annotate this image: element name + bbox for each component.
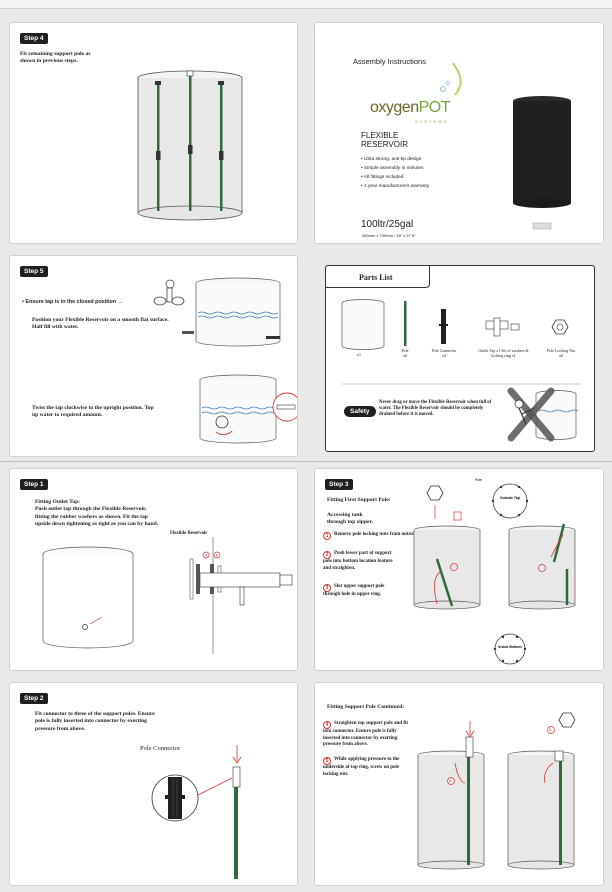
- feature-list: Ultra strong, anti-tip design Simple ass…: [361, 155, 429, 191]
- step1-text: Push outlet tap through the Flexible Res…: [35, 506, 159, 527]
- part-pole-name: Pole: [401, 348, 409, 353]
- brand-main: oxygen: [370, 99, 419, 116]
- part-qty-reservoir: x1: [357, 352, 361, 357]
- continued-item-text: While applying pressure to the underside…: [323, 757, 400, 777]
- step2-text: Fit connector to three of the support po…: [35, 711, 155, 732]
- safety-text: Never drag or move the Flexible Reservoi…: [379, 400, 492, 418]
- part-connector-name: Pole Connector: [431, 348, 457, 353]
- step3-item-text: Remove pole locking nuts from outside to…: [334, 532, 427, 537]
- feature-item: All fittings included: [361, 173, 429, 182]
- step1-mark-a: A: [205, 553, 208, 558]
- product-line2: RESERVOIR: [361, 140, 408, 150]
- continued-diagram-num-5: 5: [549, 727, 552, 732]
- top-bar: [0, 0, 612, 9]
- size-label: 100ltr/25gal: [361, 219, 414, 230]
- safety-badge: Safety: [344, 406, 376, 417]
- step3-illustrations: Outside Top Pole Ins: [413, 478, 576, 665]
- step3-badge: Step 3: [325, 479, 353, 490]
- tap-note-text: Ensure tap is in the closed position: [25, 299, 117, 305]
- brand-logo: oxygenPOT: [370, 99, 450, 117]
- reservoir-product-image: [513, 96, 571, 230]
- step3-intro: Accessing tank through top zipper.: [327, 512, 373, 526]
- product-name: FLEXIBLE RESERVOIR: [361, 131, 408, 149]
- step3-item-text: Push lower part of support pole into bot…: [323, 551, 393, 571]
- pole-connector-label: Pole Connector: [140, 745, 181, 752]
- outside-top-label: Outside Top: [500, 496, 520, 500]
- step5-text1: Position your Flexible Reservoir on a sm…: [32, 317, 169, 331]
- step4-reservoir-illustration: [137, 70, 243, 221]
- step4-badge: Step 4: [20, 33, 48, 44]
- step1-label: Flexible Reservoir: [170, 531, 208, 536]
- part-pole-qty: x6: [403, 353, 407, 359]
- step2-badge: Step 2: [20, 693, 48, 704]
- brand-sub: SYSTEMS: [415, 119, 449, 124]
- step2-illustration: [151, 745, 242, 879]
- brand-suffix: POT: [418, 99, 451, 116]
- parts-illustrations: [341, 299, 581, 442]
- parts-list-tab: Parts List: [326, 266, 430, 288]
- part-nut-name: Pole Locking Nut: [546, 348, 576, 353]
- step3-item-text: Slot upper support pole through hole in …: [323, 584, 385, 597]
- step1-content: Fitting Outlet Tap: Push outlet tap thro…: [35, 499, 160, 528]
- step3-panel: Step 3 Fitting First Support Pole: Acces…: [314, 468, 604, 671]
- instruction-sheet-1: Step 4 Fit remaining support pole as sho…: [0, 10, 612, 462]
- step5-text2: Twist the tap clockwise to the upright p…: [32, 405, 154, 419]
- step1-panel: Step 1 Fitting Outlet Tap: Push outlet t…: [9, 468, 298, 671]
- step3-title: Fitting First Support Pole:: [327, 497, 391, 503]
- step1-title: Fitting Outlet Tap:: [35, 499, 81, 505]
- feature-item: Simple assembly in minutes: [361, 164, 429, 173]
- dimensions-label: 450mm x 700mm / 18" x 27.5": [362, 233, 416, 238]
- brand-leaf-icon: [440, 62, 462, 96]
- step4-text: Fit remaining support pole as shown in p…: [20, 51, 91, 65]
- step1-illustration: A B: [42, 537, 293, 654]
- continued-title: Fitting Support Pole Continued:: [327, 704, 405, 710]
- tap-note: • Ensure tap is in the closed position →: [22, 299, 124, 305]
- part-tap-label: Outlet Tap x1 Set of washers & locking r…: [478, 348, 529, 359]
- step5-panel: Step 5 • Ensure tap is in the closed pos…: [9, 255, 298, 457]
- continued-diagram-num-4: 4: [449, 778, 452, 783]
- assembly-heading: Assembly Instructions: [353, 57, 426, 66]
- step1-mark-b: B: [216, 553, 219, 558]
- parts-list-title: Parts List: [359, 273, 393, 282]
- cover-panel: Assembly Instructions oxygenPOT SYSTEMS …: [314, 22, 604, 244]
- step5-badge: Step 5: [20, 266, 48, 277]
- inside-bottom-label: Inside Bottom: [498, 645, 521, 649]
- step4-panel: Step 4 Fit remaining support pole as sho…: [9, 22, 298, 244]
- part-connector-qty: x3: [442, 353, 446, 359]
- feature-item: 1 year manufacturers warranty: [361, 182, 429, 191]
- step1-badge: Step 1: [20, 479, 48, 490]
- step-number-icon: 1: [323, 532, 331, 540]
- closed-tap-icon: [153, 279, 185, 306]
- continued-illustrations: [417, 712, 576, 870]
- product-line1: FLEXIBLE: [361, 131, 399, 140]
- continued-item-text: Straighten top support pole and fit into…: [323, 721, 409, 747]
- step2-panel: Step 2 Fit connector to three of the sup…: [9, 682, 298, 886]
- diagram-pole-label: Pole: [475, 478, 482, 482]
- feature-item: Ultra strong, anti-tip design: [361, 155, 429, 164]
- instruction-sheet-2: Step 1 Fitting Outlet Tap: Push outlet t…: [0, 463, 612, 892]
- part-nut-qty: x6: [559, 353, 563, 359]
- step5-illustrations: [153, 277, 297, 444]
